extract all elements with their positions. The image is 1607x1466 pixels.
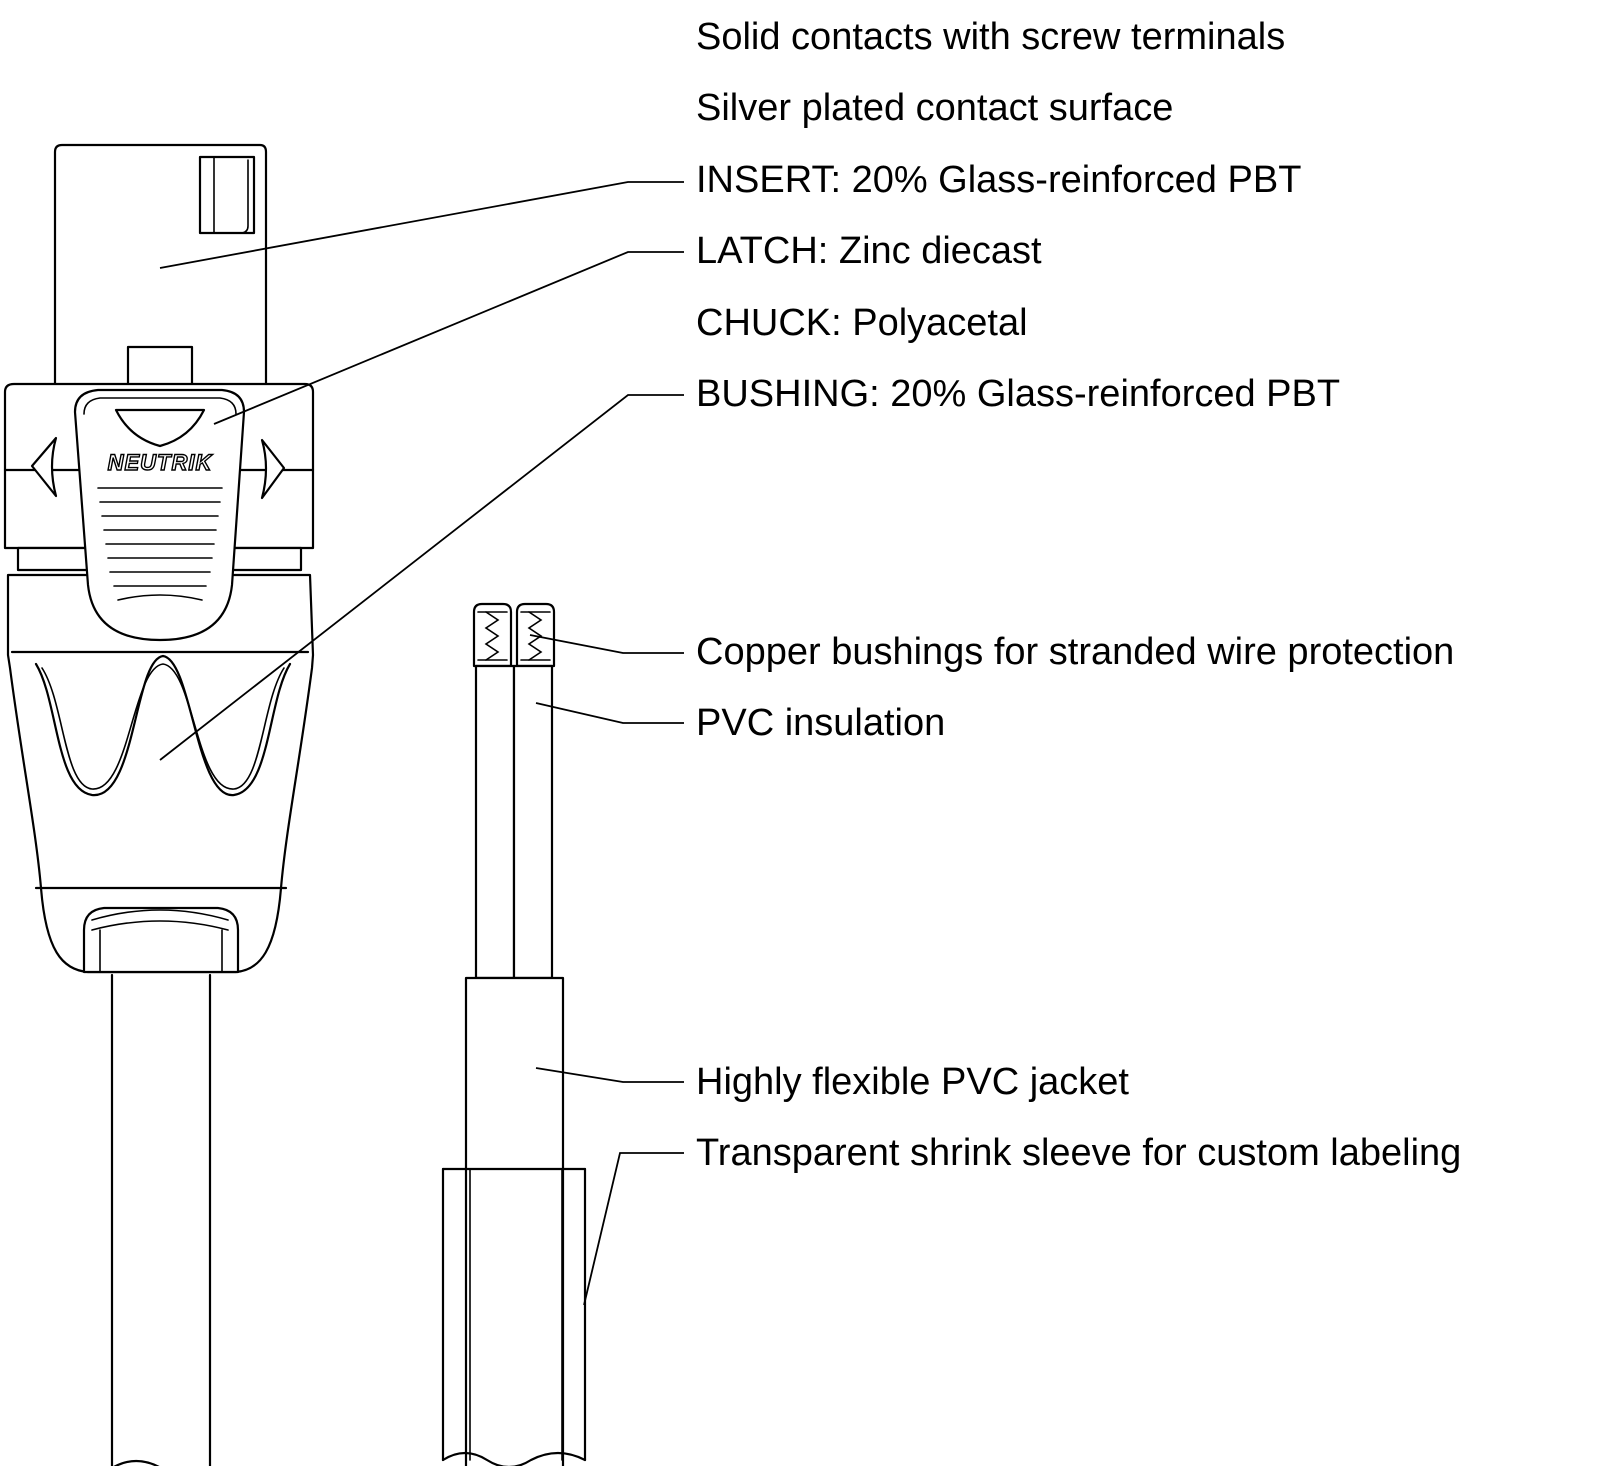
connector-drawing: NEUTRIK xyxy=(3,143,315,1466)
shrink-sleeve xyxy=(441,1167,587,1466)
right-arrow-icon xyxy=(260,438,286,500)
callout-latch: LATCH: Zinc diecast xyxy=(696,230,1042,272)
brand-logo: NEUTRIK xyxy=(108,450,214,475)
leader-pvc-insulation xyxy=(535,702,684,724)
left-arrow-icon xyxy=(30,436,58,498)
callout-labels: Solid contacts with screw terminals Silv… xyxy=(696,16,1461,1174)
leader-bushing xyxy=(159,394,684,761)
callout-chuck: CHUCK: Polyacetal xyxy=(696,302,1028,344)
callout-plating: Silver plated contact surface xyxy=(696,87,1173,129)
bushing-body xyxy=(6,573,315,974)
callout-sleeve: Transparent shrink sleeve for custom lab… xyxy=(696,1132,1461,1174)
leader-jacket xyxy=(535,1067,684,1083)
insert-block xyxy=(53,143,268,391)
insulated-conductors xyxy=(474,664,554,980)
leader-sleeve xyxy=(583,1152,684,1306)
leader-latch xyxy=(213,251,684,425)
leader-lines xyxy=(159,181,684,1306)
callout-contacts: Solid contacts with screw terminals xyxy=(696,16,1285,58)
latch: NEUTRIK xyxy=(73,388,246,642)
cable-jacket xyxy=(464,976,565,1466)
callout-bushing: BUSHING: 20% Glass-reinforced PBT xyxy=(696,373,1340,415)
cable-drawing xyxy=(441,602,587,1466)
callout-pvc-insulation: PVC insulation xyxy=(696,702,945,744)
leader-copper xyxy=(529,634,684,654)
copper-bushings xyxy=(472,602,556,668)
callout-insert: INSERT: 20% Glass-reinforced PBT xyxy=(696,159,1301,201)
leader-insert xyxy=(159,181,684,269)
connector-cable xyxy=(110,973,212,1466)
callout-copper: Copper bushings for stranded wire protec… xyxy=(696,631,1454,673)
callout-jacket: Highly flexible PVC jacket xyxy=(696,1061,1129,1103)
